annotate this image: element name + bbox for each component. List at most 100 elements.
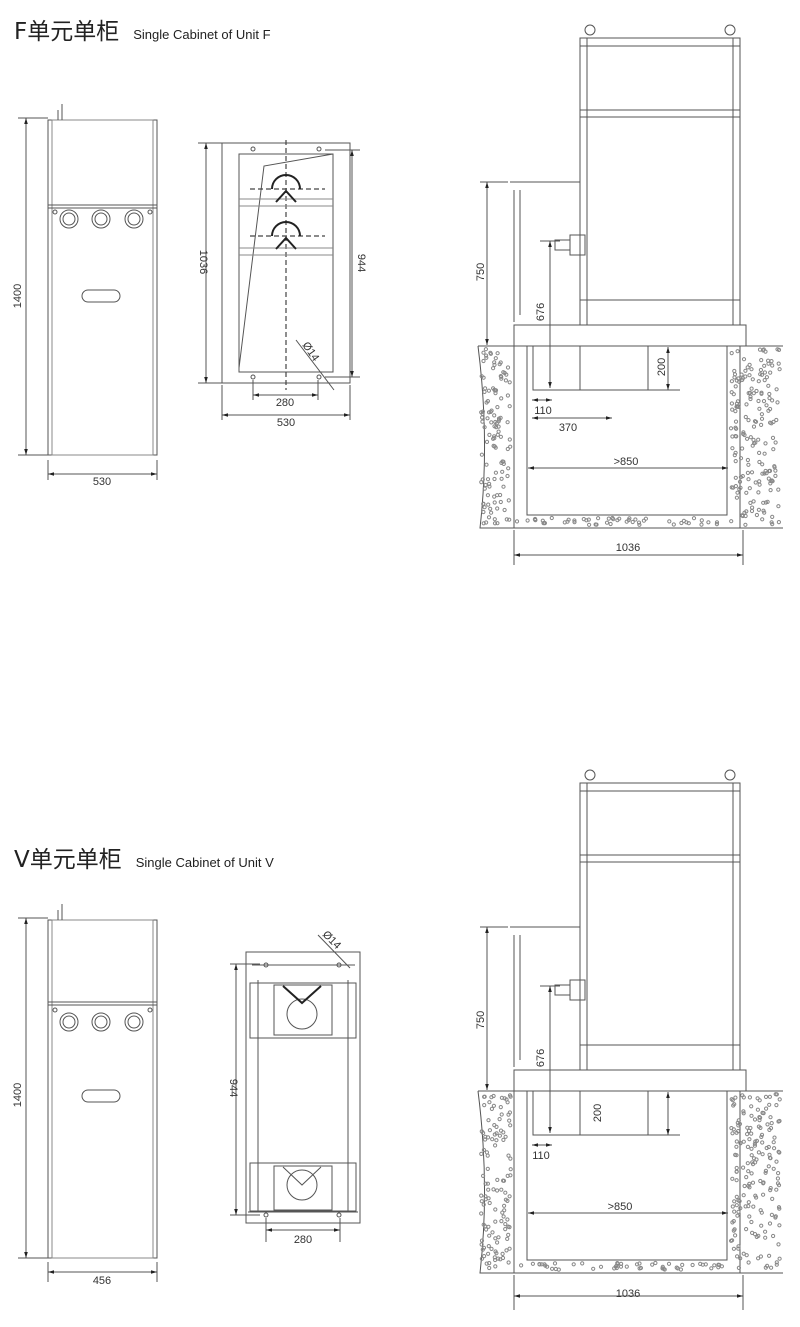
concrete-hatch [542,521,548,526]
concrete-hatch [757,482,762,487]
dim-width: 530 [93,476,111,488]
concrete-hatch [495,405,500,410]
concrete-hatch [485,493,490,498]
concrete-hatch [729,1126,734,1131]
concrete-hatch [479,1193,484,1198]
dim-hole-dia: Ø14 [320,929,343,952]
concrete-hatch [759,1132,765,1138]
concrete-hatch [492,413,497,418]
dim-pit-width: >850 [608,1201,633,1213]
concrete-hatch [736,1244,741,1249]
concrete-hatch [749,1153,754,1158]
concrete-hatch [734,1153,739,1158]
concrete-hatch [730,407,735,412]
concrete-hatch [499,396,504,401]
concrete-hatch [486,1244,491,1249]
concrete-hatch [489,1095,494,1100]
concrete-hatch [756,1150,762,1155]
dim-hole-spacing: 280 [294,1234,312,1246]
concrete-hatch [714,520,720,525]
concrete-hatch [734,1139,739,1144]
concrete-hatch [774,387,779,392]
concrete-hatch [772,465,777,470]
concrete-hatch [771,1166,776,1171]
concrete-hatch [501,1214,506,1219]
concrete-hatch [671,522,676,527]
concrete-hatch [549,515,554,521]
concrete-hatch [746,1169,751,1174]
concrete-hatch [507,1118,512,1123]
concrete-hatch [760,517,765,522]
concrete-hatch [762,471,767,476]
concrete-hatch [487,1128,492,1133]
concrete-hatch [757,406,762,411]
concrete-hatch [765,1263,770,1269]
concrete-hatch [495,432,500,437]
concrete-hatch [773,1092,778,1097]
concrete-hatch [776,1171,781,1176]
concrete-hatch [479,1242,484,1247]
concrete-hatch [493,1219,498,1224]
concrete-hatch [497,1133,502,1138]
title-cn: V单元单柜 [14,847,122,873]
concrete-hatch [755,1096,760,1101]
concrete-hatch [734,1178,739,1183]
concrete-hatch [483,386,488,391]
concrete-hatch [752,1117,758,1122]
concrete-hatch [739,372,744,377]
concrete-hatch [503,1222,508,1227]
concrete-hatch [484,462,489,467]
concrete-hatch [734,434,739,439]
concrete-hatch [773,468,778,473]
concrete-hatch [481,1173,486,1179]
concrete-hatch [743,522,748,527]
concrete-hatch [594,522,599,527]
concrete-hatch [748,394,753,399]
concrete-hatch [732,453,737,458]
concrete-hatch [482,1103,487,1108]
concrete-hatch [679,520,684,526]
concrete-hatch [479,480,484,485]
concrete-hatch [500,1210,505,1215]
concrete-hatch [506,1112,511,1117]
concrete-hatch [505,446,510,452]
dim-750: 750 [475,263,487,281]
concrete-hatch [496,419,501,424]
dim-depth: 1036 [616,1288,640,1300]
concrete-hatch [488,506,493,511]
concrete-hatch [754,512,760,518]
dim-200: 200 [592,1104,604,1122]
concrete-hatch [749,386,754,391]
concrete-hatch [770,479,775,484]
concrete-hatch [776,504,781,509]
concrete-hatch [775,347,780,352]
concrete-hatch [749,508,755,514]
concrete-hatch [729,519,734,524]
concrete-hatch [499,374,504,379]
concrete-hatch [762,378,767,383]
concrete-hatch [734,404,740,409]
concrete-hatch [756,379,761,384]
concrete-hatch [767,468,772,474]
v-front-view: 1400 456 [12,904,158,1287]
concrete-hatch [479,374,484,379]
concrete-hatch [611,517,616,522]
concrete-hatch [493,1257,498,1263]
concrete-hatch [764,403,769,408]
concrete-hatch [758,1115,763,1120]
concrete-hatch [776,487,781,492]
concrete-hatch [769,1212,775,1218]
f-front-view: 1400 530 [12,104,158,488]
concrete-hatch [552,1261,558,1266]
concrete-hatch [756,1233,761,1239]
concrete-hatch [755,1107,761,1112]
concrete-hatch [762,451,767,456]
extension-line [480,181,744,565]
dim-height: 1400 [12,1083,24,1107]
concrete-hatch [774,1103,779,1108]
concrete-hatch [774,417,779,423]
concrete-hatch [732,1199,737,1204]
concrete-hatch [757,459,762,465]
concrete-hatch [505,1173,510,1179]
concrete-hatch [751,499,756,504]
